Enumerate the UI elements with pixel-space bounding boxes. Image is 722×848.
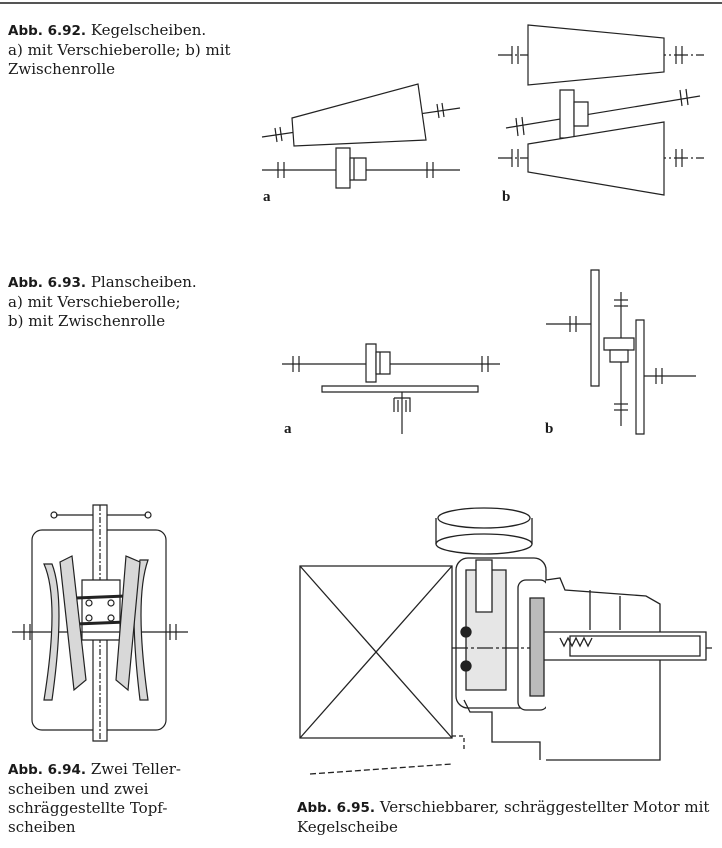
caption-line: Zwischenrolle <box>8 60 116 78</box>
subfigure-label-a: a <box>263 189 271 205</box>
caption-line: a) mit Verschieberolle; b) mit <box>8 41 231 59</box>
figure-caption-6-94: Abb. 6.94. Zwei Teller- scheiben und zwe… <box>8 760 188 837</box>
caption-line: scheiben und zwei <box>8 780 149 798</box>
caption-line: Kegelscheibe <box>297 818 398 836</box>
figure-label: Abb. 6.95. <box>297 800 376 816</box>
figure-label: Abb. 6.94. <box>8 762 87 778</box>
figure-caption-6-92: Abb. 6.92. Kegelscheiben. a) mit Verschi… <box>8 21 258 79</box>
caption-line: Kegelscheiben. <box>90 21 207 39</box>
figure-caption-6-93: Abb. 6.93. Planscheiben. a) mit Verschie… <box>8 273 258 331</box>
caption-line: scheiben <box>8 818 76 836</box>
subfigure-label-b: b <box>545 421 554 437</box>
subfigure-label-a: a <box>284 421 292 437</box>
subfigure-label-b: b <box>502 189 511 205</box>
caption-line: b) mit Zwischenrolle <box>8 312 166 330</box>
caption-line: Verschiebbarer, schräggestellter Motor m… <box>379 798 710 816</box>
caption-line: a) mit Verschieberolle; <box>8 293 181 311</box>
figure-label: Abb. 6.93. <box>8 275 87 291</box>
caption-line: Planscheiben. <box>90 273 197 291</box>
figure-caption-6-95: Abb. 6.95. Verschiebbarer, schräggestell… <box>297 798 717 837</box>
header-rule <box>0 2 722 4</box>
caption-line: schräggestellte Topf- <box>8 799 168 817</box>
caption-line: Zwei Teller- <box>90 760 181 778</box>
figure-label: Abb. 6.92. <box>8 23 87 39</box>
